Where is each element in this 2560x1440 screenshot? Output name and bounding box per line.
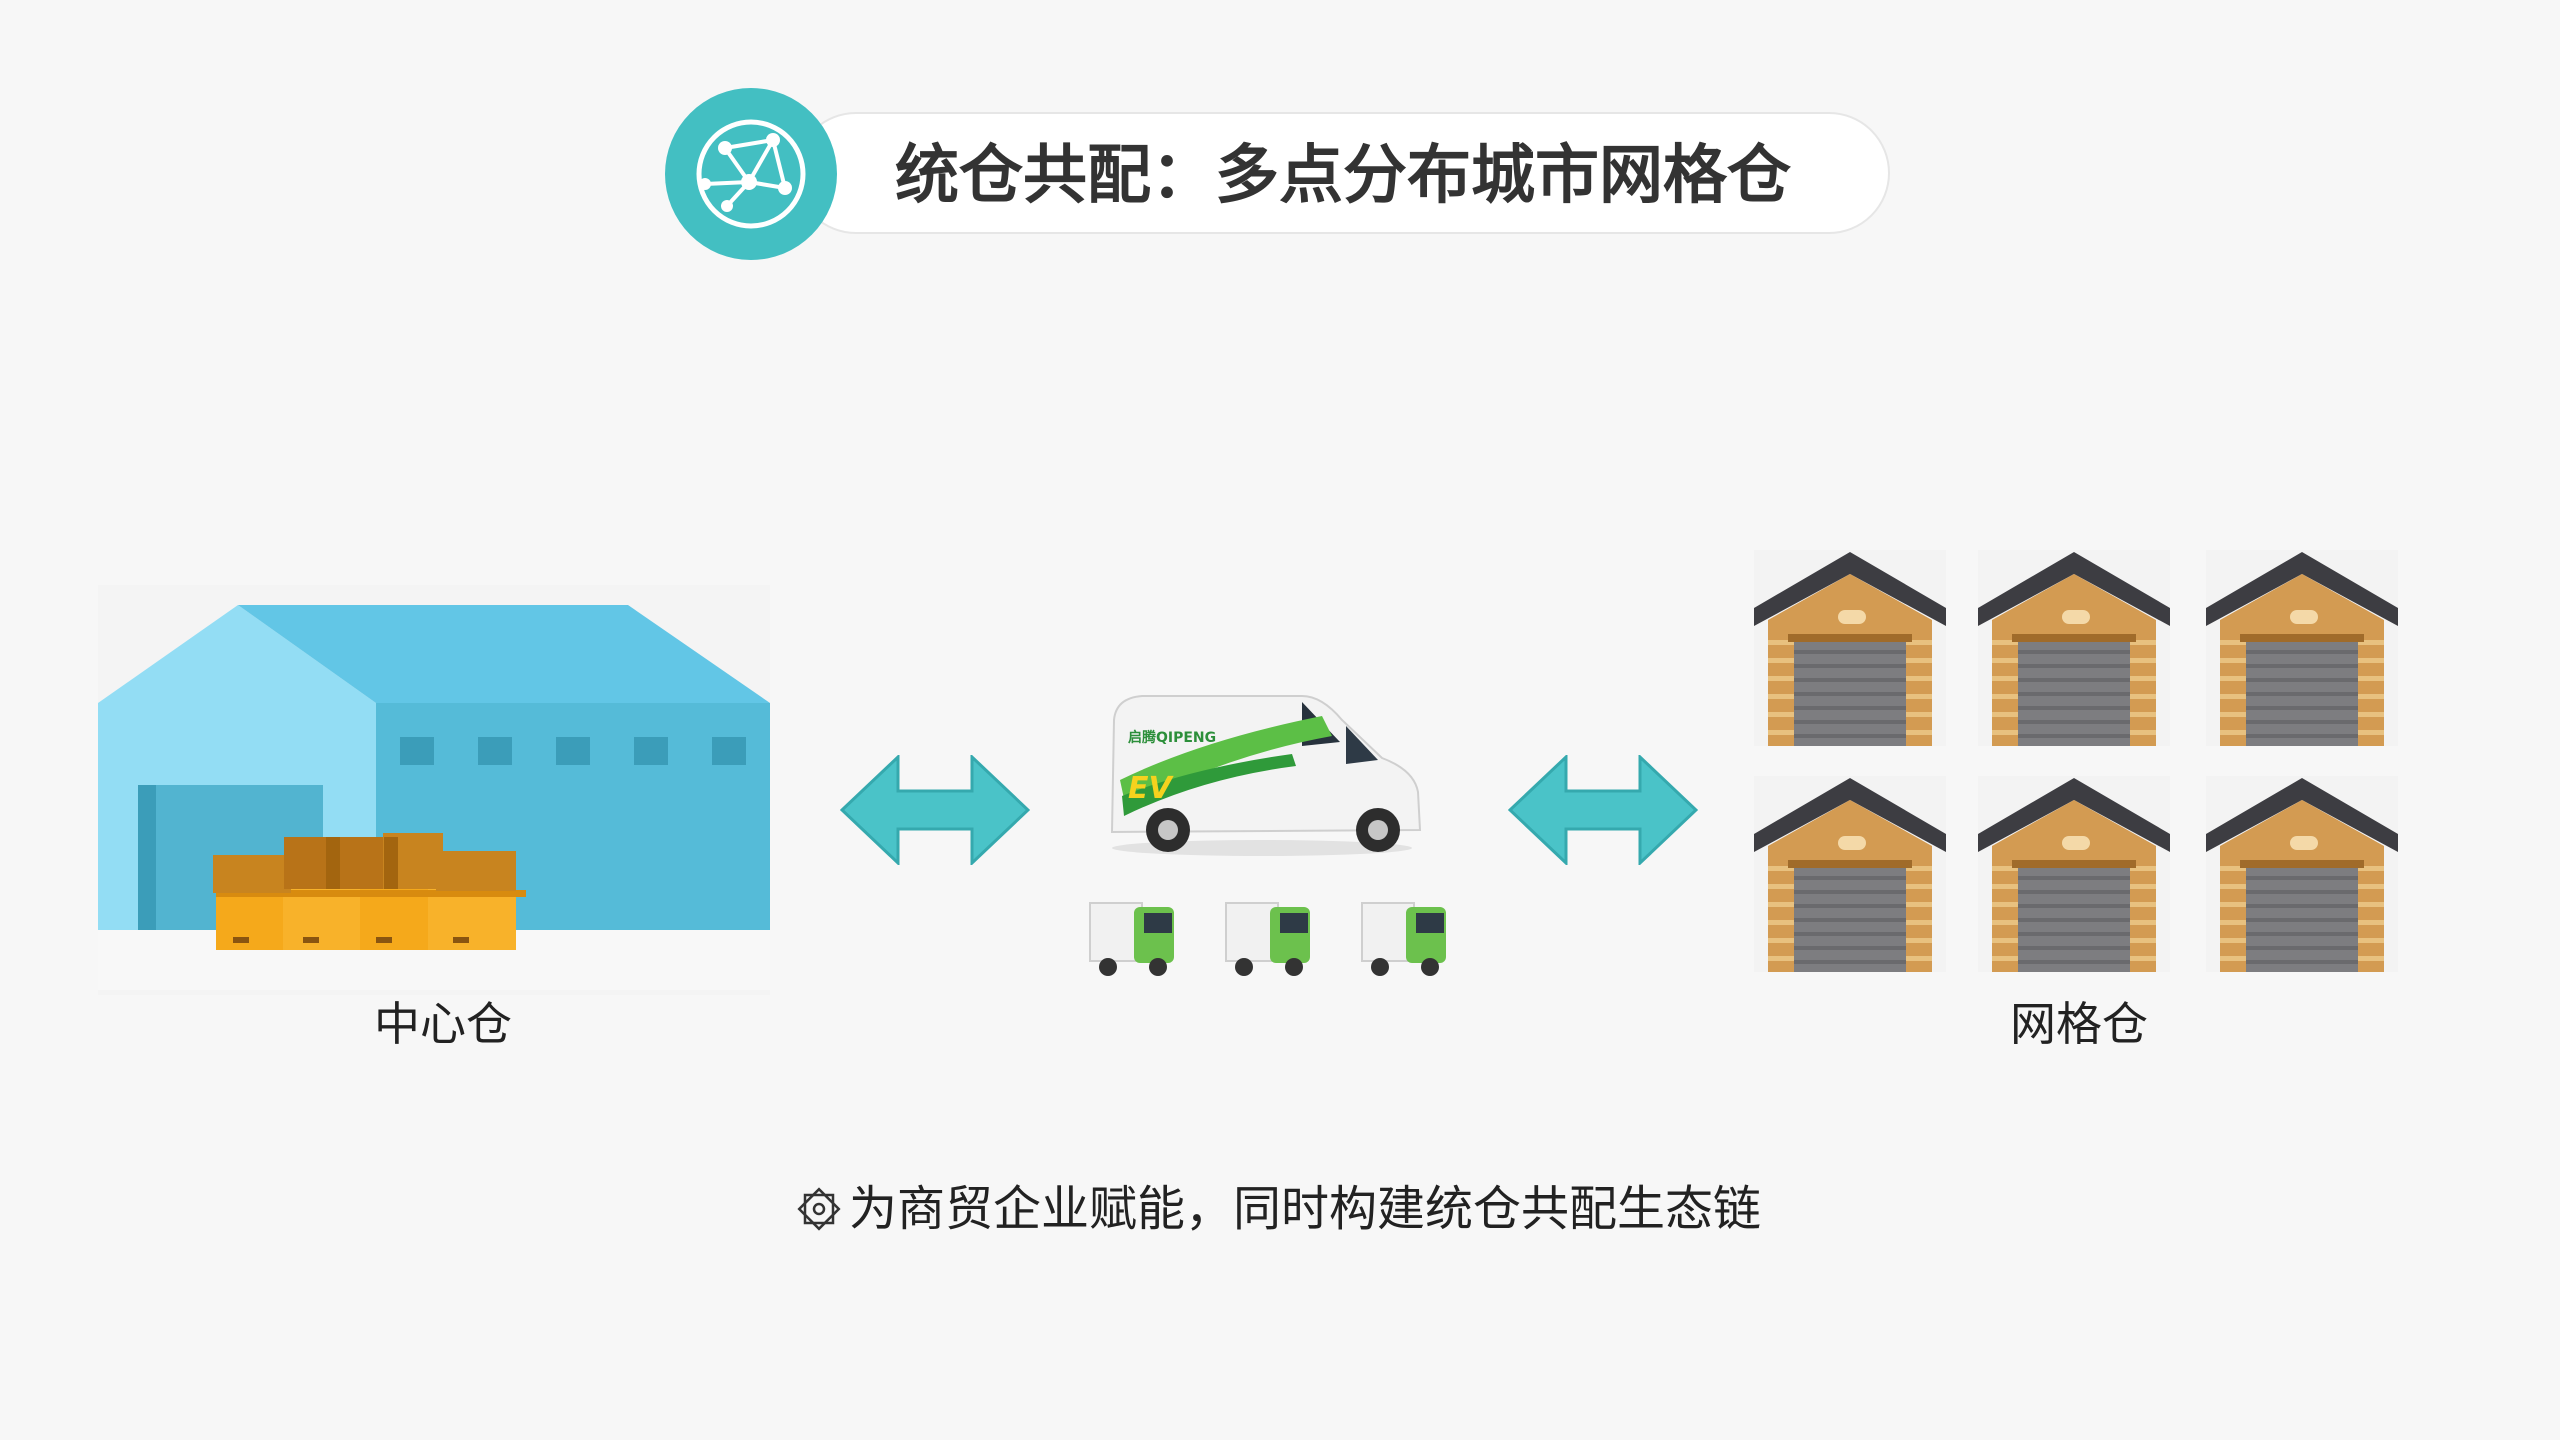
grid-warehouse-label: 网格仓 [2010, 997, 2148, 1051]
network-globe-icon [665, 88, 837, 260]
central-warehouse-illustration [98, 585, 770, 995]
electric-van-image: 启腾QIPENG EV [1102, 680, 1426, 860]
diamond-bullet-icon [795, 1185, 843, 1233]
footer-text: 为商贸企业赋能，同时构建统仓共配生态链 [849, 1181, 1762, 1237]
grid-warehouses-illustration [1754, 550, 2402, 980]
double-arrow-left-icon [839, 753, 1031, 867]
central-warehouse-label: 中心仓 [374, 997, 512, 1051]
van-brand-text: 启腾QIPENG [1128, 729, 1216, 746]
title-pill [795, 112, 1890, 234]
delivery-trucks-image [1082, 893, 1458, 981]
double-arrow-right-icon [1507, 753, 1699, 867]
page-title: 统仓共配：多点分布城市网格仓 [895, 139, 1791, 213]
van-badge-text: EV [1128, 771, 1174, 806]
footer-note: 为商贸企业赋能，同时构建统仓共配生态链 [795, 1176, 1761, 1242]
